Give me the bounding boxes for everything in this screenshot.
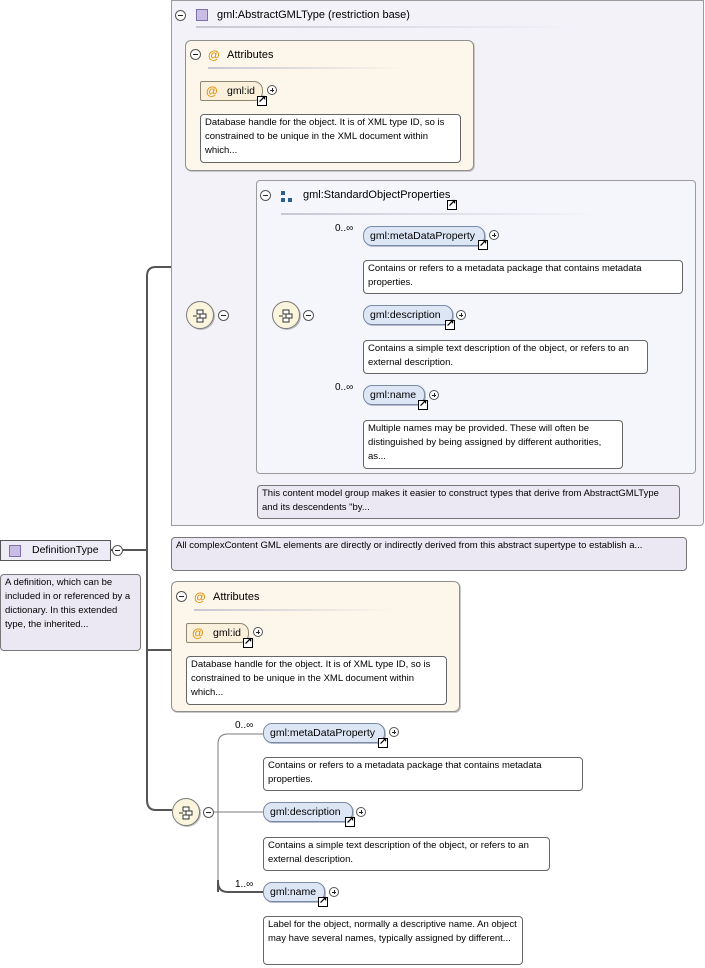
complex-type-icon <box>196 9 208 21</box>
header-underline <box>196 26 576 28</box>
element-doc: Label for the object, normally a descrip… <box>263 916 523 965</box>
header-underline <box>208 67 408 69</box>
attribute-doc: Database handle for the object. It is of… <box>200 114 461 163</box>
root-type-box[interactable]: DefinitionType <box>0 540 111 561</box>
occurrence-label: 1..∞ <box>235 879 254 890</box>
reference-icon[interactable] <box>257 94 267 106</box>
base-type-box: gml:AbstractGMLType (restriction base) @… <box>171 0 704 526</box>
element-description[interactable]: gml:description <box>363 305 453 325</box>
element-name[interactable]: gml:name <box>363 385 425 405</box>
collapse-attributes-button[interactable] <box>190 49 201 60</box>
occurrence-label: 0..∞ <box>235 720 254 731</box>
collapse-root-button[interactable] <box>112 545 123 556</box>
expand-button[interactable] <box>429 390 439 400</box>
attribute-gml-id[interactable]: @ gml:id <box>200 81 263 101</box>
attribute-icon: @ <box>192 626 204 640</box>
group-icon <box>281 191 293 203</box>
occurrence-label: 0..∞ <box>335 382 354 393</box>
collapse-sequence-button[interactable] <box>203 807 214 818</box>
reference-icon[interactable] <box>318 895 328 907</box>
header-underline <box>281 213 601 215</box>
attribute-gml-id[interactable]: @ gml:id <box>186 623 249 643</box>
expand-button[interactable] <box>356 807 366 817</box>
collapse-base-button[interactable] <box>175 10 186 21</box>
attributes-header: Attributes <box>227 49 274 61</box>
collapse-sequence-button[interactable] <box>303 310 314 321</box>
attribute-doc: Database handle for the object. It is of… <box>186 656 447 705</box>
complex-type-icon <box>9 545 21 557</box>
expand-button[interactable] <box>329 887 339 897</box>
sequence-compositor-icon[interactable] <box>186 301 214 329</box>
expand-button[interactable] <box>489 230 499 240</box>
element-doc: Contains a simple text description of th… <box>263 837 550 871</box>
reference-icon[interactable] <box>378 736 388 748</box>
attribute-label: gml:id <box>227 85 256 97</box>
sequence-compositor-icon[interactable] <box>272 301 300 329</box>
reference-icon[interactable] <box>478 238 488 250</box>
base-doc: All complexContent GML elements are dire… <box>171 537 687 571</box>
collapse-sequence-button[interactable] <box>218 310 229 321</box>
attributes-header: Attributes <box>213 591 260 603</box>
root-doc: A definition, which can be included in o… <box>0 574 141 651</box>
expand-button[interactable] <box>267 85 277 95</box>
attribute-icon: @ <box>194 590 206 604</box>
attributes-box: @ Attributes @ gml:id Database handle fo… <box>171 581 460 712</box>
element-doc: Contains a simple text description of th… <box>363 340 648 374</box>
attribute-label: gml:id <box>213 627 242 639</box>
element-doc: Multiple names may be provided. These wi… <box>363 420 623 469</box>
collapse-attributes-button[interactable] <box>176 591 187 602</box>
occurrence-label: 0..∞ <box>335 223 354 234</box>
sequence-compositor-icon[interactable] <box>172 798 200 826</box>
attribute-icon: @ <box>208 48 220 62</box>
element-doc: Contains or refers to a metadata package… <box>363 260 683 294</box>
element-description[interactable]: gml:description <box>263 802 353 822</box>
reference-icon[interactable] <box>447 198 457 210</box>
group-header: gml:StandardObjectProperties <box>303 189 451 201</box>
element-doc: Contains or refers to a metadata package… <box>263 757 583 791</box>
reference-icon[interactable] <box>345 815 355 827</box>
root-type-name: DefinitionType <box>32 544 99 556</box>
element-name[interactable]: gml:name <box>263 882 325 902</box>
reference-icon[interactable] <box>418 398 428 410</box>
element-metadataproperty[interactable]: gml:metaDataProperty <box>363 226 485 246</box>
reference-icon[interactable] <box>445 318 455 330</box>
group-doc: This content model group makes it easier… <box>257 485 680 519</box>
header-underline <box>194 609 394 611</box>
collapse-group-button[interactable] <box>260 190 271 201</box>
reference-icon[interactable] <box>243 636 253 648</box>
expand-button[interactable] <box>389 727 399 737</box>
element-metadataproperty[interactable]: gml:metaDataProperty <box>263 723 385 743</box>
base-header: gml:AbstractGMLType (restriction base) <box>217 9 410 21</box>
base-attributes-box: @ Attributes @ gml:id Database handle fo… <box>185 40 474 171</box>
attribute-icon: @ <box>206 84 218 98</box>
expand-button[interactable] <box>456 310 466 320</box>
expand-button[interactable] <box>253 627 263 637</box>
